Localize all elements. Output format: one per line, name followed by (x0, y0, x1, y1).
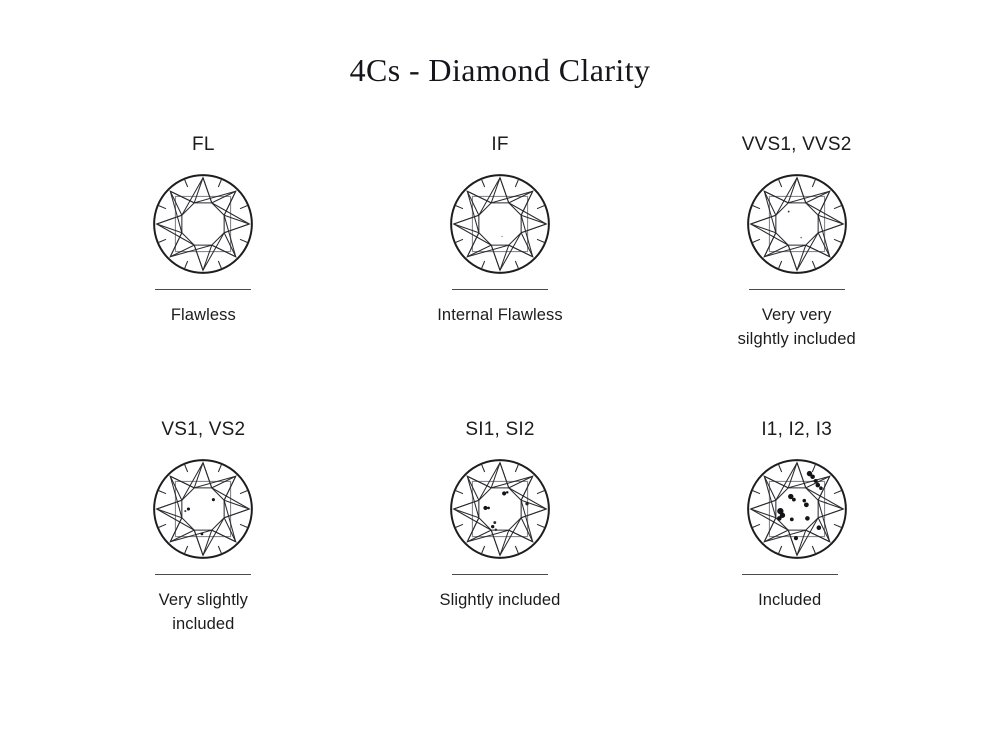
page-title: 4Cs - Diamond Clarity (349, 52, 651, 88)
grade-caption: Flawless (170, 306, 236, 324)
grade-caption: Internal Flawless (437, 306, 563, 324)
grade-label: FL (192, 134, 215, 155)
clarity-card-vvs: VVS1, VVS2 Very very silghtly included (648, 132, 945, 417)
grade-label: IF (491, 134, 509, 155)
grade-label: I1, I2, I3 (761, 419, 832, 440)
caption-divider (451, 289, 548, 290)
caption-divider (741, 574, 838, 575)
grade-caption: Very slightly included (158, 591, 248, 633)
grade-label: SI1, SI2 (465, 419, 535, 440)
clarity-card-if: IF Internal Flawless (352, 132, 649, 417)
clarity-card-fl: FL Flawless (55, 132, 352, 417)
grade-label: VS1, VS2 (161, 419, 246, 440)
clarity-card-vs: VS1, VS2 Very slightly included (55, 417, 352, 702)
clarity-card-si: SI1, SI2 Slightly included (352, 417, 649, 702)
caption-divider (451, 574, 548, 575)
caption-divider (155, 574, 252, 575)
diamond-diagram-i (745, 457, 849, 561)
caption-divider (748, 289, 845, 290)
clarity-card-i: I1, I2, I3 Included (648, 417, 945, 702)
diamond-diagram-fl (151, 172, 255, 276)
grade-caption: Included (758, 591, 822, 609)
caption-divider (155, 289, 252, 290)
diamond-diagram-vvs (745, 172, 849, 276)
diamond-diagram-if (448, 172, 552, 276)
grade-caption: Slightly included (439, 591, 561, 609)
grade-label: VVS1, VVS2 (741, 134, 852, 155)
clarity-grade-grid: FL Flawless IF Internal Flawless VVS1, V… (55, 132, 945, 702)
grade-caption: Very very silghtly included (737, 306, 856, 348)
diamond-diagram-si (448, 457, 552, 561)
diamond-diagram-vs (151, 457, 255, 561)
